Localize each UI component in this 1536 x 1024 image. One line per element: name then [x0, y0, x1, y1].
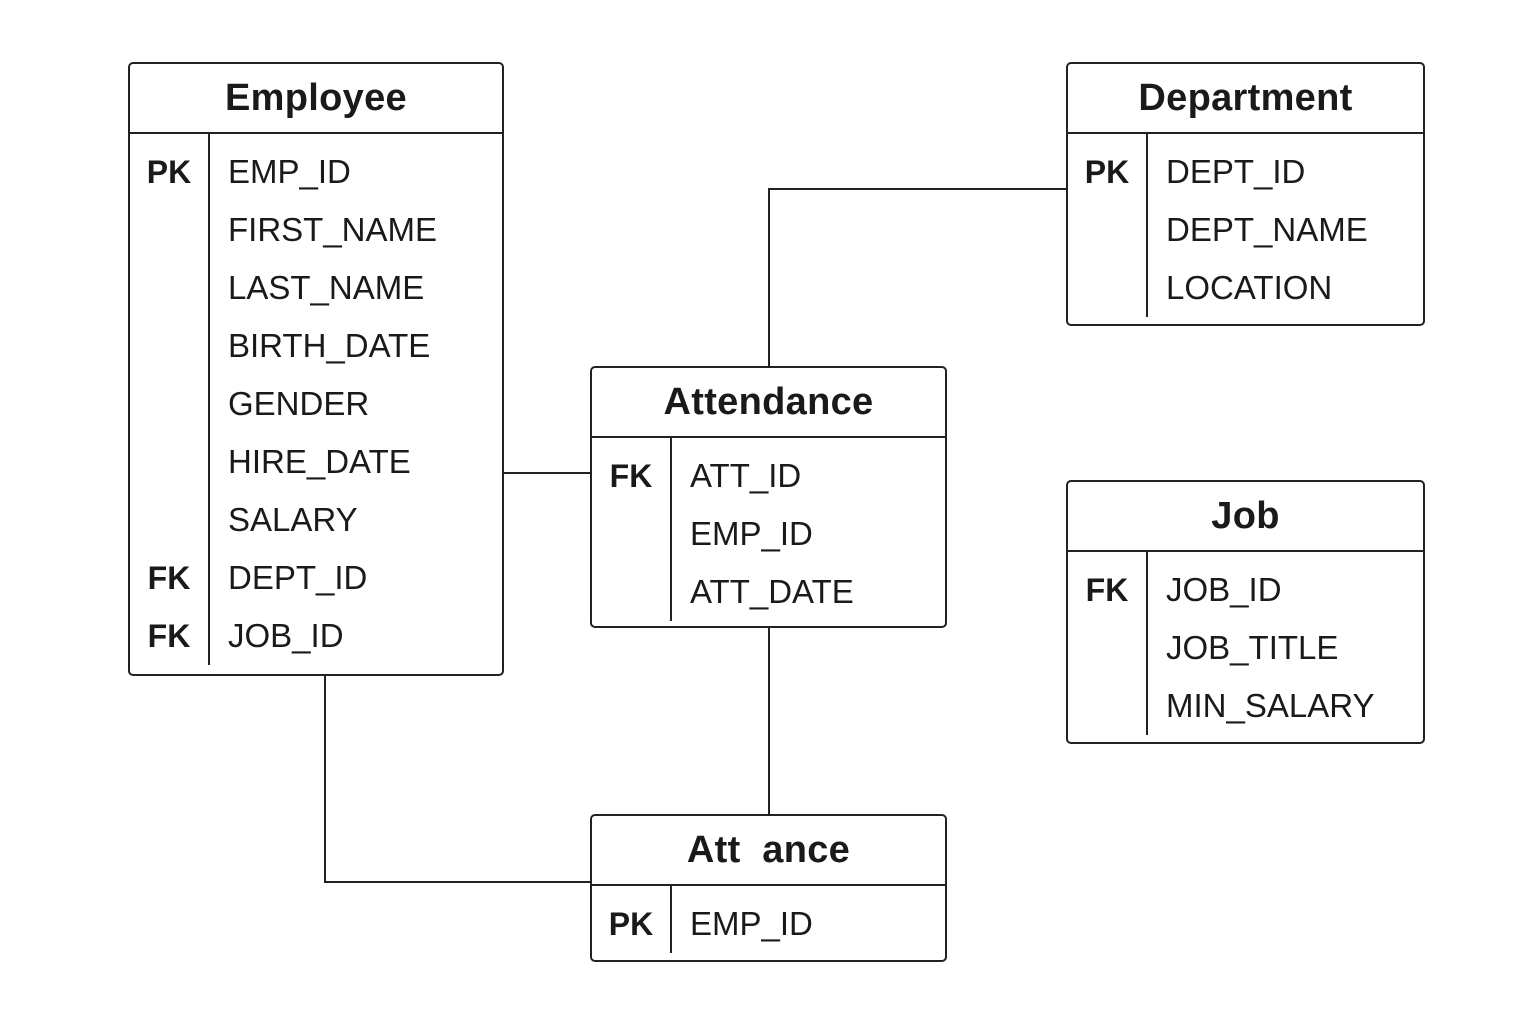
field-row: PK DEPT_ID — [1068, 143, 1423, 201]
field-row: FK ATT_ID — [592, 447, 945, 505]
entity-fields: PK EMP_ID — [592, 886, 945, 953]
key-badge: PK — [608, 905, 654, 942]
entity-attendance-secondary[interactable]: Att ance PK EMP_ID — [590, 814, 947, 962]
field-row: ATT_DATE — [592, 563, 945, 621]
field-name: MIN_SALARY — [1166, 687, 1375, 724]
relationship-employee-attendance2 — [324, 675, 590, 883]
field-row: LOCATION — [1068, 259, 1423, 317]
field-row: SALARY — [130, 491, 502, 549]
key-badge: PK — [1084, 153, 1130, 190]
field-row: PK EMP_ID — [130, 143, 502, 201]
field-row: EMP_ID — [592, 505, 945, 563]
entity-title: Att ance — [592, 816, 945, 886]
field-name: EMP_ID — [690, 905, 813, 942]
entity-fields: PK DEPT_ID DEPT_NAME LOCATION — [1068, 134, 1423, 317]
field-name: LAST_NAME — [228, 269, 425, 306]
entity-fields: FK JOB_ID JOB_TITLE MIN_SALARY — [1068, 552, 1423, 735]
field-row: DEPT_NAME — [1068, 201, 1423, 259]
field-name: JOB_ID — [1166, 571, 1282, 608]
key-column-divider — [670, 886, 672, 953]
key-badge: FK — [147, 559, 191, 596]
entity-department[interactable]: Department PK DEPT_ID DEPT_NAME LOCATION — [1066, 62, 1425, 326]
key-column-divider — [208, 134, 210, 665]
entity-fields: FK ATT_ID EMP_ID ATT_DATE — [592, 438, 945, 621]
field-row: BIRTH_DATE — [130, 317, 502, 375]
entity-title: Attendance — [592, 368, 945, 438]
field-row: FK DEPT_ID — [130, 549, 502, 607]
field-row: LAST_NAME — [130, 259, 502, 317]
field-name: DEPT_ID — [228, 559, 368, 596]
field-name: FIRST_NAME — [228, 211, 438, 248]
field-row: PK EMP_ID — [592, 895, 945, 953]
field-row: JOB_TITLE — [1068, 619, 1423, 677]
field-name: BIRTH_DATE — [228, 327, 431, 364]
entity-employee[interactable]: Employee PK EMP_ID FIRST_NAME LAST_NAME B… — [128, 62, 504, 676]
field-name: HIRE_DATE — [228, 443, 411, 480]
field-row: GENDER — [130, 375, 502, 433]
field-name: JOB_TITLE — [1166, 629, 1339, 666]
field-name: DEPT_NAME — [1166, 211, 1368, 248]
field-name: EMP_ID — [228, 153, 351, 190]
field-name: SALARY — [228, 501, 358, 538]
field-row: FK JOB_ID — [1068, 561, 1423, 619]
field-name: DEPT_ID — [1166, 153, 1306, 190]
key-badge: PK — [146, 153, 192, 190]
field-name: ATT_ID — [690, 457, 802, 494]
field-row: FK JOB_ID — [130, 607, 502, 665]
entity-attendance[interactable]: Attendance FK ATT_ID EMP_ID ATT_DATE — [590, 366, 947, 628]
entity-title: Employee — [130, 64, 502, 134]
field-row: FIRST_NAME — [130, 201, 502, 259]
key-column-divider — [670, 438, 672, 621]
entity-fields: PK EMP_ID FIRST_NAME LAST_NAME BIRTH_DATE… — [130, 134, 502, 665]
key-column-divider — [1146, 552, 1148, 735]
field-name: GENDER — [228, 385, 370, 422]
field-row: MIN_SALARY — [1068, 677, 1423, 735]
field-name: EMP_ID — [690, 515, 813, 552]
field-row: HIRE_DATE — [130, 433, 502, 491]
field-name: ATT_DATE — [690, 573, 854, 610]
key-badge: FK — [1085, 571, 1129, 608]
key-badge: FK — [147, 617, 191, 654]
key-badge: FK — [609, 457, 653, 494]
entity-title: Job — [1068, 482, 1423, 552]
relationship-attendance-department — [768, 188, 1066, 367]
field-name: LOCATION — [1166, 269, 1333, 306]
field-name: JOB_ID — [228, 617, 344, 654]
entity-job[interactable]: Job FK JOB_ID JOB_TITLE MIN_SALARY — [1066, 480, 1425, 744]
key-column-divider — [1146, 134, 1148, 317]
entity-title: Department — [1068, 64, 1423, 134]
